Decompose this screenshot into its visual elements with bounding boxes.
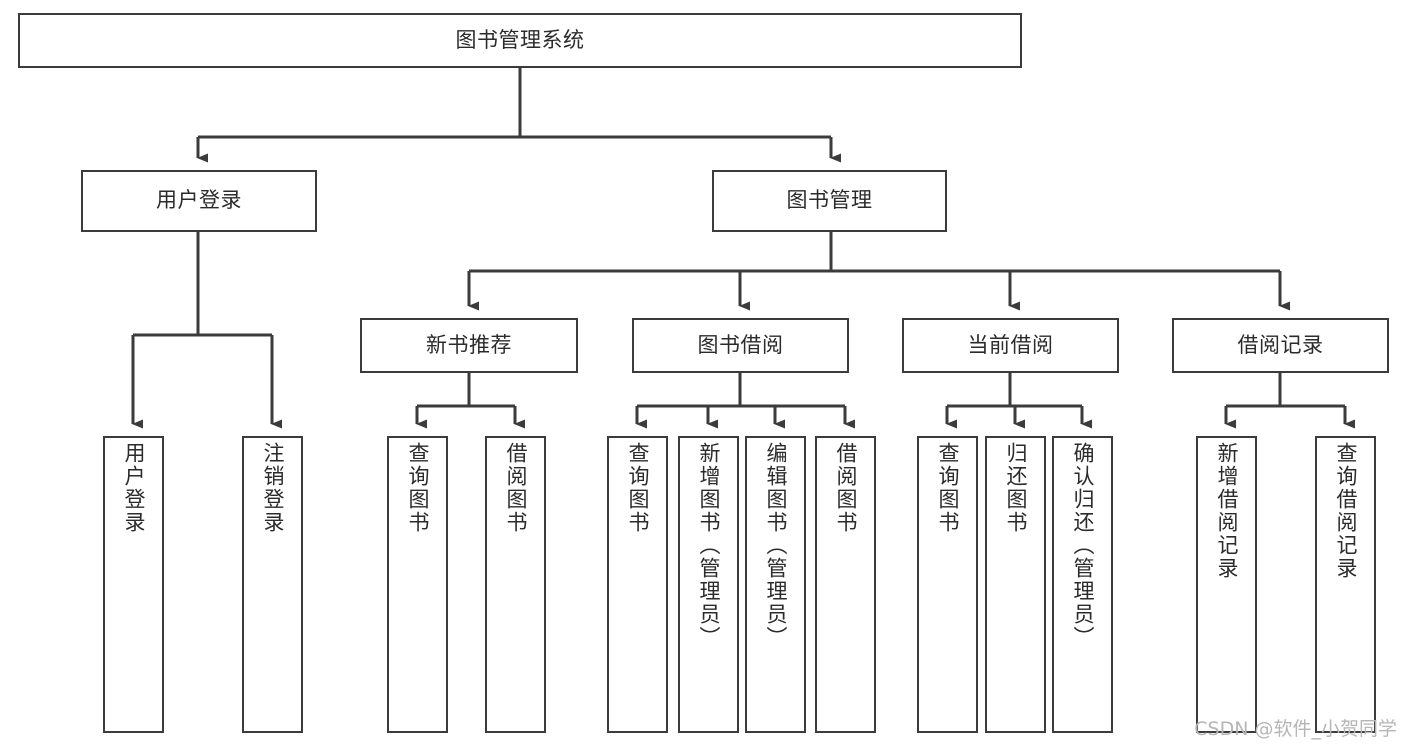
node-leaf-user-login-label: 用户登录 [122, 442, 146, 534]
node-leaf-borrow-book-2-label: 借阅图书 [834, 442, 858, 534]
node-leaf-logout-label: 注销登录 [261, 442, 285, 534]
node-leaf-query-book-1-label: 查询图书 [406, 442, 430, 534]
node-leaf-add-record-label: 新增借阅记录 [1215, 442, 1239, 580]
node-leaf-user-login[interactable]: 用户登录 [103, 436, 164, 733]
node-leaf-query-record[interactable]: 查询借阅记录 [1315, 436, 1376, 733]
node-leaf-add-book-label: 新增图书（管理员） [697, 442, 721, 649]
node-leaf-query-book-1[interactable]: 查询图书 [387, 436, 448, 733]
watermark-text: CSDN @软件_小贺同学 [1194, 718, 1397, 740]
node-book-management-label: 图书管理 [786, 188, 873, 213]
node-leaf-borrow-book-2[interactable]: 借阅图书 [815, 436, 876, 733]
node-leaf-query-book-3-label: 查询图书 [936, 442, 960, 534]
node-book-borrow[interactable]: 图书借阅 [632, 318, 849, 373]
node-current-borrow[interactable]: 当前借阅 [902, 318, 1119, 373]
node-borrow-record[interactable]: 借阅记录 [1172, 318, 1389, 373]
node-book-management[interactable]: 图书管理 [712, 170, 947, 232]
node-leaf-confirm-return-label: 确认归还（管理员） [1071, 442, 1095, 649]
node-current-borrow-label: 当前借阅 [967, 332, 1054, 357]
node-leaf-add-book[interactable]: 新增图书（管理员） [678, 436, 739, 733]
node-borrow-record-label: 借阅记录 [1237, 332, 1324, 357]
node-leaf-borrow-book-1[interactable]: 借阅图书 [485, 436, 546, 733]
node-user-login[interactable]: 用户登录 [81, 170, 317, 232]
node-leaf-query-book-2[interactable]: 查询图书 [607, 436, 668, 733]
node-user-login-label: 用户登录 [156, 188, 242, 213]
node-root-label: 图书管理系统 [455, 27, 585, 52]
node-leaf-borrow-book-1-label: 借阅图书 [504, 442, 528, 534]
node-leaf-confirm-return[interactable]: 确认归还（管理员） [1052, 436, 1113, 733]
node-leaf-return-book-label: 归还图书 [1004, 442, 1028, 534]
node-leaf-add-record[interactable]: 新增借阅记录 [1196, 436, 1257, 733]
node-leaf-logout[interactable]: 注销登录 [242, 436, 303, 733]
node-new-book-recommend[interactable]: 新书推荐 [360, 318, 578, 373]
node-root[interactable]: 图书管理系统 [18, 13, 1022, 68]
node-leaf-return-book[interactable]: 归还图书 [985, 436, 1046, 733]
node-leaf-query-book-2-label: 查询图书 [626, 442, 650, 534]
node-leaf-query-record-label: 查询借阅记录 [1334, 442, 1358, 580]
node-leaf-query-book-3[interactable]: 查询图书 [917, 436, 978, 733]
node-book-borrow-label: 图书借阅 [697, 332, 784, 357]
node-new-book-recommend-label: 新书推荐 [426, 332, 512, 357]
node-leaf-edit-book[interactable]: 编辑图书（管理员） [745, 436, 806, 733]
node-leaf-edit-book-label: 编辑图书（管理员） [764, 442, 788, 649]
